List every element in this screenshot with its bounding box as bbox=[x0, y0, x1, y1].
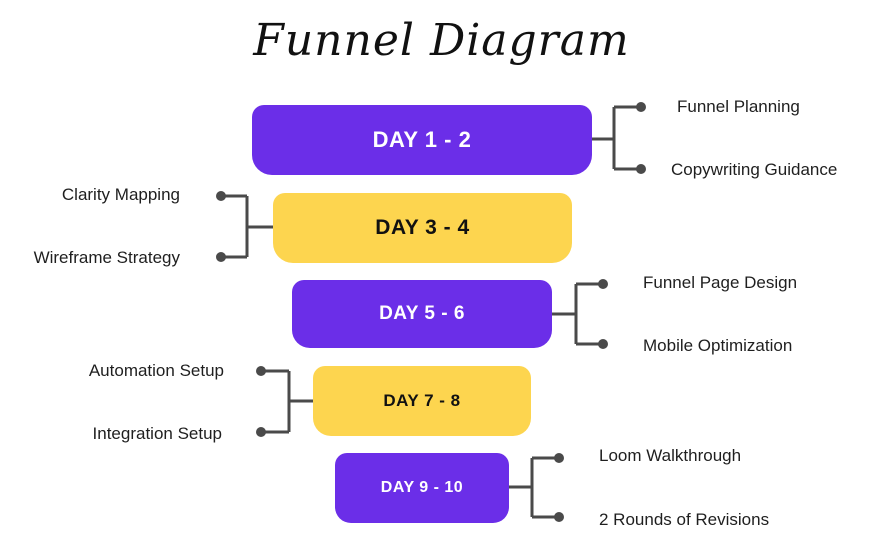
stage-2-item-1: Clarity Mapping bbox=[61, 185, 180, 204]
funnel-stage-5: DAY 9 - 10 bbox=[335, 453, 509, 523]
connector-dot bbox=[636, 102, 646, 112]
stage-3-item-1: Funnel Page Design bbox=[643, 273, 798, 292]
stage-4-item-1: Automation Setup bbox=[88, 361, 224, 380]
stage-5-item-1: Loom Walkthrough bbox=[599, 446, 742, 465]
diagram-title: Funnel Diagram bbox=[253, 14, 630, 66]
connector-dot bbox=[636, 164, 646, 174]
stage-4-item-2: Integration Setup bbox=[92, 424, 222, 443]
funnel-stage-3: DAY 5 - 6 bbox=[292, 280, 552, 348]
connector-dot bbox=[256, 427, 266, 437]
stage-1-item-2: Copywriting Guidance bbox=[671, 160, 838, 179]
connector-stage-3 bbox=[552, 282, 602, 346]
connector-stage-2 bbox=[222, 194, 273, 259]
funnel-stage-2: DAY 3 - 4 bbox=[273, 193, 572, 263]
stage-2-item-2: Wireframe Strategy bbox=[33, 248, 180, 267]
connector-stage-5 bbox=[509, 456, 558, 519]
funnel-stage-1: DAY 1 - 2 bbox=[252, 105, 592, 175]
connector-dot bbox=[216, 252, 226, 262]
connector-stage-4 bbox=[262, 369, 313, 434]
connector-dot bbox=[554, 512, 564, 522]
connector-dot bbox=[554, 453, 564, 463]
connector-dot bbox=[598, 339, 608, 349]
connector-dot bbox=[598, 279, 608, 289]
stage-5-item-2: 2 Rounds of Revisions bbox=[599, 510, 770, 529]
connector-stage-1 bbox=[592, 105, 640, 171]
stage-1-item-1: Funnel Planning bbox=[677, 97, 800, 116]
connector-dot bbox=[216, 191, 226, 201]
connector-dot bbox=[256, 366, 266, 376]
stage-3-item-2: Mobile Optimization bbox=[643, 336, 793, 355]
funnel-stage-4: DAY 7 - 8 bbox=[313, 366, 531, 436]
